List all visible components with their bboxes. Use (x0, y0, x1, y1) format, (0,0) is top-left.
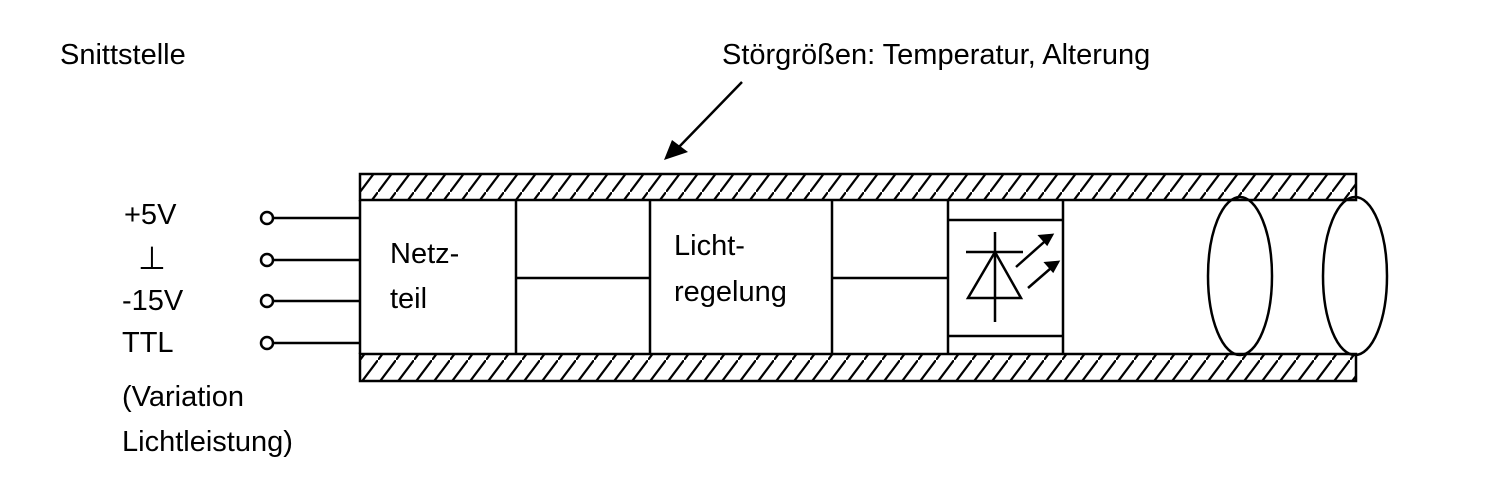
interface-title: Snittstelle (60, 39, 186, 71)
housing-bottom-wall (358, 352, 1358, 383)
power-supply-label-line1: Netz- (390, 238, 460, 270)
terminal-label-ground: ⊥ (138, 240, 166, 276)
lens-icon (1206, 195, 1389, 357)
terminal-label-minus15v: -15V (122, 285, 184, 317)
power-supply-label-line2: teil (390, 283, 428, 315)
housing-top-wall (358, 172, 1358, 202)
led-icon (965, 232, 1061, 322)
internal-blocks (514, 200, 1065, 354)
terminal-label-plus5v: +5V (124, 199, 177, 231)
terminal-label-ttl: TTL (122, 327, 174, 359)
ttl-note-line1: (Variation (122, 381, 244, 413)
disturbance-label: Störgrößen: Temperatur, Alterung (722, 39, 1151, 71)
light-control-label-line2: regelung (674, 276, 787, 308)
arrow-icon (664, 81, 743, 160)
terminal-ttl (259, 335, 360, 351)
terminal-plus5v (259, 210, 360, 226)
terminal-ground (259, 252, 360, 268)
light-control-label-line1: Licht- (674, 230, 745, 262)
ttl-note-line2: Lichtleistung) (122, 426, 293, 458)
terminal-minus15v (259, 293, 360, 309)
